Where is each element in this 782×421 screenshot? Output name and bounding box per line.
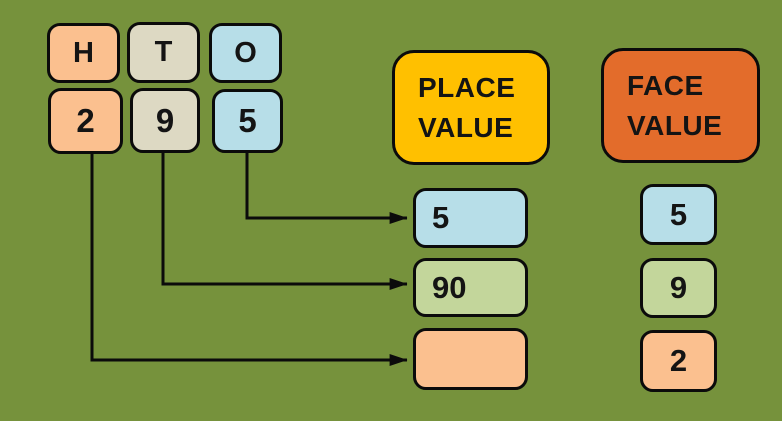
arrow-hundreds-to-place-value (90, 151, 408, 366)
place-value-result-tens: 90 (413, 258, 528, 317)
column-label-tens: T (127, 22, 200, 83)
face-value-header: FACE VALUE (601, 48, 760, 163)
digit-tens: 9 (130, 88, 200, 153)
column-label-ones: O (209, 23, 282, 83)
arrow-ones-to-place-value (245, 150, 408, 224)
digit-ones: 5 (212, 89, 283, 153)
face-value-result-hundreds: 2 (640, 330, 717, 392)
place-value-header-line2: VALUE (418, 111, 514, 143)
arrow-tens-to-place-value (161, 150, 408, 290)
place-value-header-line1: PLACE (418, 71, 516, 103)
face-value-result-tens: 9 (640, 258, 717, 318)
face-value-header-line2: VALUE (627, 109, 723, 141)
place-value-result-hundreds-empty (413, 328, 528, 390)
place-value-header: PLACE VALUE (392, 50, 550, 165)
face-value-result-ones: 5 (640, 184, 717, 245)
face-value-header-line1: FACE (627, 69, 704, 101)
place-value-result-ones: 5 (413, 188, 528, 248)
digit-hundreds: 2 (48, 88, 123, 154)
column-label-hundreds: H (47, 23, 120, 83)
